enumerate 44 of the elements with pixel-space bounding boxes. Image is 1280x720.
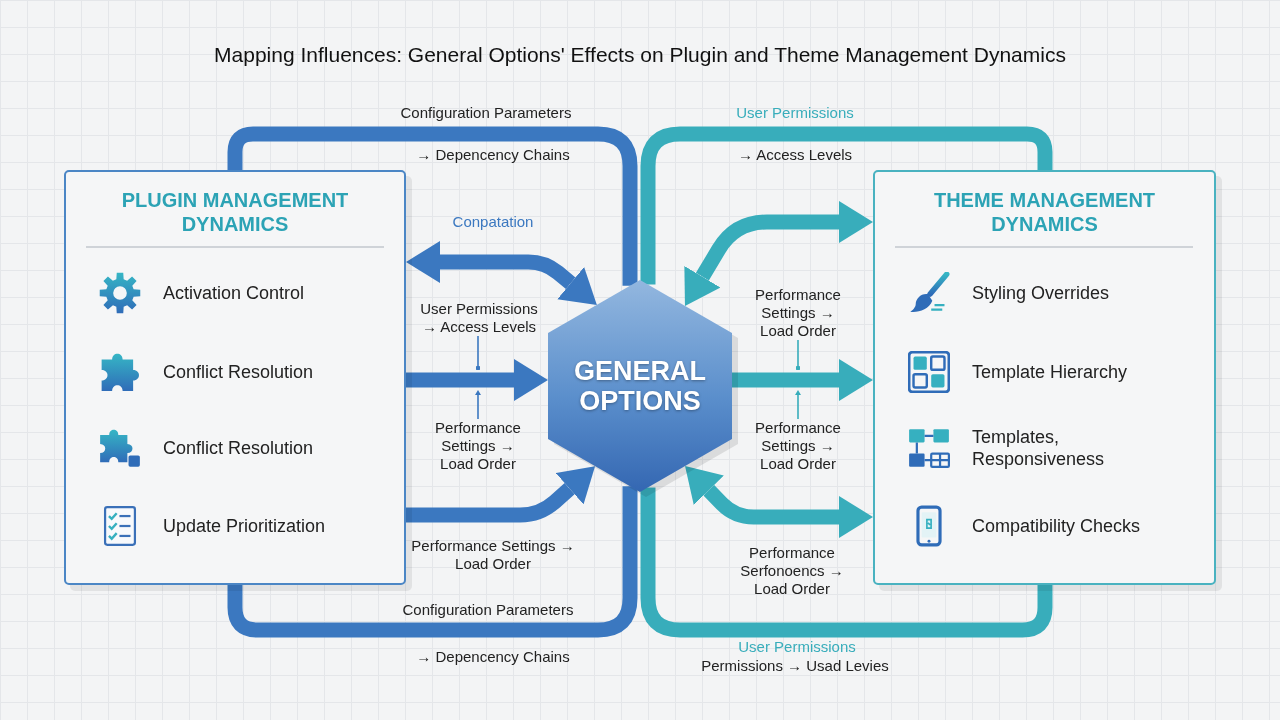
item-label: Conflict Resolution (163, 361, 314, 383)
arrow (685, 466, 873, 538)
diagram-title: Mapping Influences: General Options' Effects on Plugin and Theme Management Dynamics (214, 43, 1066, 67)
leader-line (475, 335, 481, 371)
panel-heading: PLUGIN MANAGEMENT DYNAMICS (120, 188, 350, 236)
edge-label: User Permissions (738, 638, 856, 656)
item-label: Update Prioritization (163, 515, 326, 537)
item-label: Compatibility Checks (972, 515, 1141, 537)
annotation-text: → Depencency Chains (416, 146, 570, 164)
annotation-text: Performance Settings → Load Order (428, 419, 528, 473)
arrow (406, 466, 596, 523)
arrow (684, 201, 873, 306)
panel-heading: THEME MANAGEMENT DYNAMICS (932, 188, 1157, 236)
edge-label: Configuration Parameters (402, 601, 574, 619)
annotation-text: Performance Settings → Load Order (748, 286, 848, 340)
leader-line (795, 339, 801, 371)
arrow (406, 359, 548, 401)
edge-label: User Permissions (736, 104, 854, 122)
node-label: GENERAL OPTIONS (573, 356, 707, 416)
item-label: Templates, Responsiveness (972, 426, 1106, 470)
item-label: Styling Overrides (972, 282, 1110, 304)
annotation-text: → Access Levels (737, 146, 853, 164)
connector-line (640, 487, 1053, 638)
annotation-text: Performance Settings → Load Order (748, 419, 848, 473)
connector-line (227, 126, 638, 286)
connector-line (227, 486, 638, 638)
arrow (732, 359, 873, 401)
item-label: Activation Control (163, 282, 305, 304)
connector-line (640, 126, 1053, 285)
leader-line (795, 390, 801, 420)
edge-label: Conpatation (452, 213, 534, 231)
arrow (406, 241, 597, 305)
panel (64, 170, 406, 585)
leader-line (475, 390, 481, 420)
edge-label: Performance Serfonoencs → Load Order (739, 544, 845, 598)
edge-label: Performance Settings → Load Order (410, 537, 576, 573)
annotation-text: User Permissions → Access Levels (411, 300, 547, 336)
panel (873, 170, 1216, 585)
item-label: Template Hierarchy (972, 361, 1128, 383)
annotation-text: Permissions → Usad Levies (701, 657, 889, 675)
item-label: Conflict Resolution (163, 437, 314, 459)
hexagon-node (548, 280, 732, 492)
edge-label: Configuration Parameters (400, 104, 572, 122)
annotation-text: → Depencency Chains (416, 648, 570, 666)
